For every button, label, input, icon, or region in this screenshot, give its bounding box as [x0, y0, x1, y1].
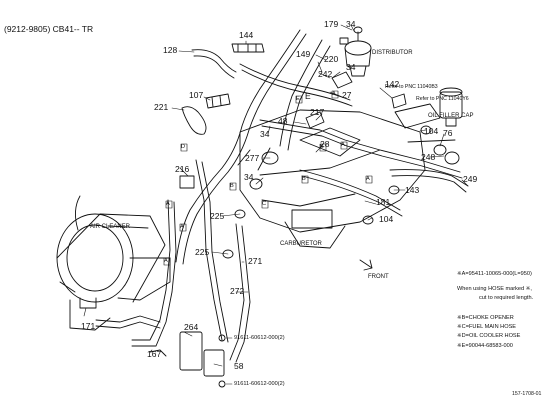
note-b-definition: ※B=CHOKE OPENER [457, 315, 514, 321]
callout-48: 48 [278, 116, 288, 126]
carburetor-label: CARBURETOR [280, 241, 322, 247]
callout-217: 217 [310, 107, 325, 117]
callout-225: 225 [195, 247, 210, 257]
callout-216: 216 [175, 164, 190, 174]
callout-181: 181 [376, 197, 391, 207]
note-cut-instruction-2: cut to required length. [479, 295, 534, 301]
hose-bundle-drawing [95, 29, 469, 363]
note-hose-a: ※A=95411-10065-000(L=950) [457, 271, 532, 277]
marker-d: D [181, 144, 186, 150]
air-cleaner-label: AIR CLEANER [90, 224, 131, 230]
callout-272: 272 [230, 286, 245, 296]
callout-128: 128 [163, 45, 178, 55]
marker-a: A [366, 176, 370, 182]
callout-34: 34 [260, 129, 270, 139]
callout-171: 171 [81, 321, 96, 331]
callout-58: 58 [234, 361, 244, 371]
leader-lines [83, 24, 469, 385]
marker-a: A [332, 91, 336, 97]
callout-221: 221 [154, 102, 169, 112]
callout-149: 149 [296, 49, 311, 59]
marker-a: A [341, 142, 345, 148]
bracket-144-drawing [231, 43, 265, 53]
hose-128-drawing [191, 49, 237, 79]
callout-107: 107 [189, 90, 204, 100]
callout-264: 264 [184, 322, 199, 332]
callout-104: 104 [379, 214, 394, 224]
marker-a: A [180, 224, 184, 230]
marker-a: A [166, 201, 170, 207]
marker-boxes [163, 90, 373, 266]
marker-e: E [296, 96, 300, 102]
callout-271: 271 [248, 256, 263, 266]
pnc-reference-1: Refer to PNC 11040B3 [385, 84, 438, 90]
pnc-reference-2: Refer to PNC 11040Y6 [416, 96, 469, 102]
marker-b: B [320, 144, 324, 150]
front-label: FRONT [368, 274, 389, 280]
callout-143: 143 [405, 185, 420, 195]
marker-a: A [164, 258, 168, 264]
callout-220: 220 [324, 54, 339, 64]
clip-part-number-2: 91611-60612-000(2) [234, 381, 285, 387]
model-header: (9212-9805) CB41-- TR [4, 24, 94, 34]
callout-144: 144 [239, 30, 254, 40]
callout-277: 277 [245, 153, 260, 163]
note-c-definition: ※C=FUEL MAIN HOSE [457, 324, 517, 330]
oil-filler-cap-drawing [439, 87, 463, 127]
marker-b: B [302, 176, 306, 182]
marker-b: B [230, 183, 234, 189]
callout-179: 179 [324, 19, 339, 29]
engine-block-drawing [237, 103, 456, 249]
distributor-drawing [344, 31, 372, 77]
callout-28: 28 [320, 139, 330, 149]
callout-248: 248 [421, 152, 436, 162]
note-cut-instruction: When using HOSE marked ※, [457, 286, 532, 292]
callout-142: 142 [385, 79, 400, 89]
callout-249: 249 [463, 174, 478, 184]
loop-221-drawing [181, 106, 207, 135]
fittings-drawing [79, 26, 460, 388]
callout-34: 34 [346, 62, 356, 72]
note-e-definition: ※E=90044-68583-000 [457, 343, 513, 349]
marker-c: C [262, 201, 267, 207]
clamp-107-drawing [205, 93, 231, 109]
callout-167: 167 [147, 349, 162, 359]
callout-76: 76 [443, 128, 453, 138]
callout-27: 27 [342, 90, 352, 100]
callout-e: E [305, 91, 311, 101]
clip-part-number-1: 91611-60612-000(2) [234, 335, 285, 341]
figure-code: 157-1708-01 [512, 391, 542, 397]
callout-34: 34 [346, 19, 356, 29]
note-d-definition: ※D=OIL COOLER HOSE [457, 333, 521, 339]
callout-242: 242 [318, 69, 333, 79]
air-cleaner-drawing [56, 195, 171, 331]
callout-34: 34 [244, 172, 254, 182]
distributor-label: DISTRIBUTOR [372, 50, 413, 56]
front-arrow-icon [359, 259, 373, 271]
oil-filler-cap-label: OIL FILLER CAP [428, 113, 474, 119]
callout-225: 225 [210, 211, 225, 221]
callout-104: 104 [424, 126, 439, 136]
